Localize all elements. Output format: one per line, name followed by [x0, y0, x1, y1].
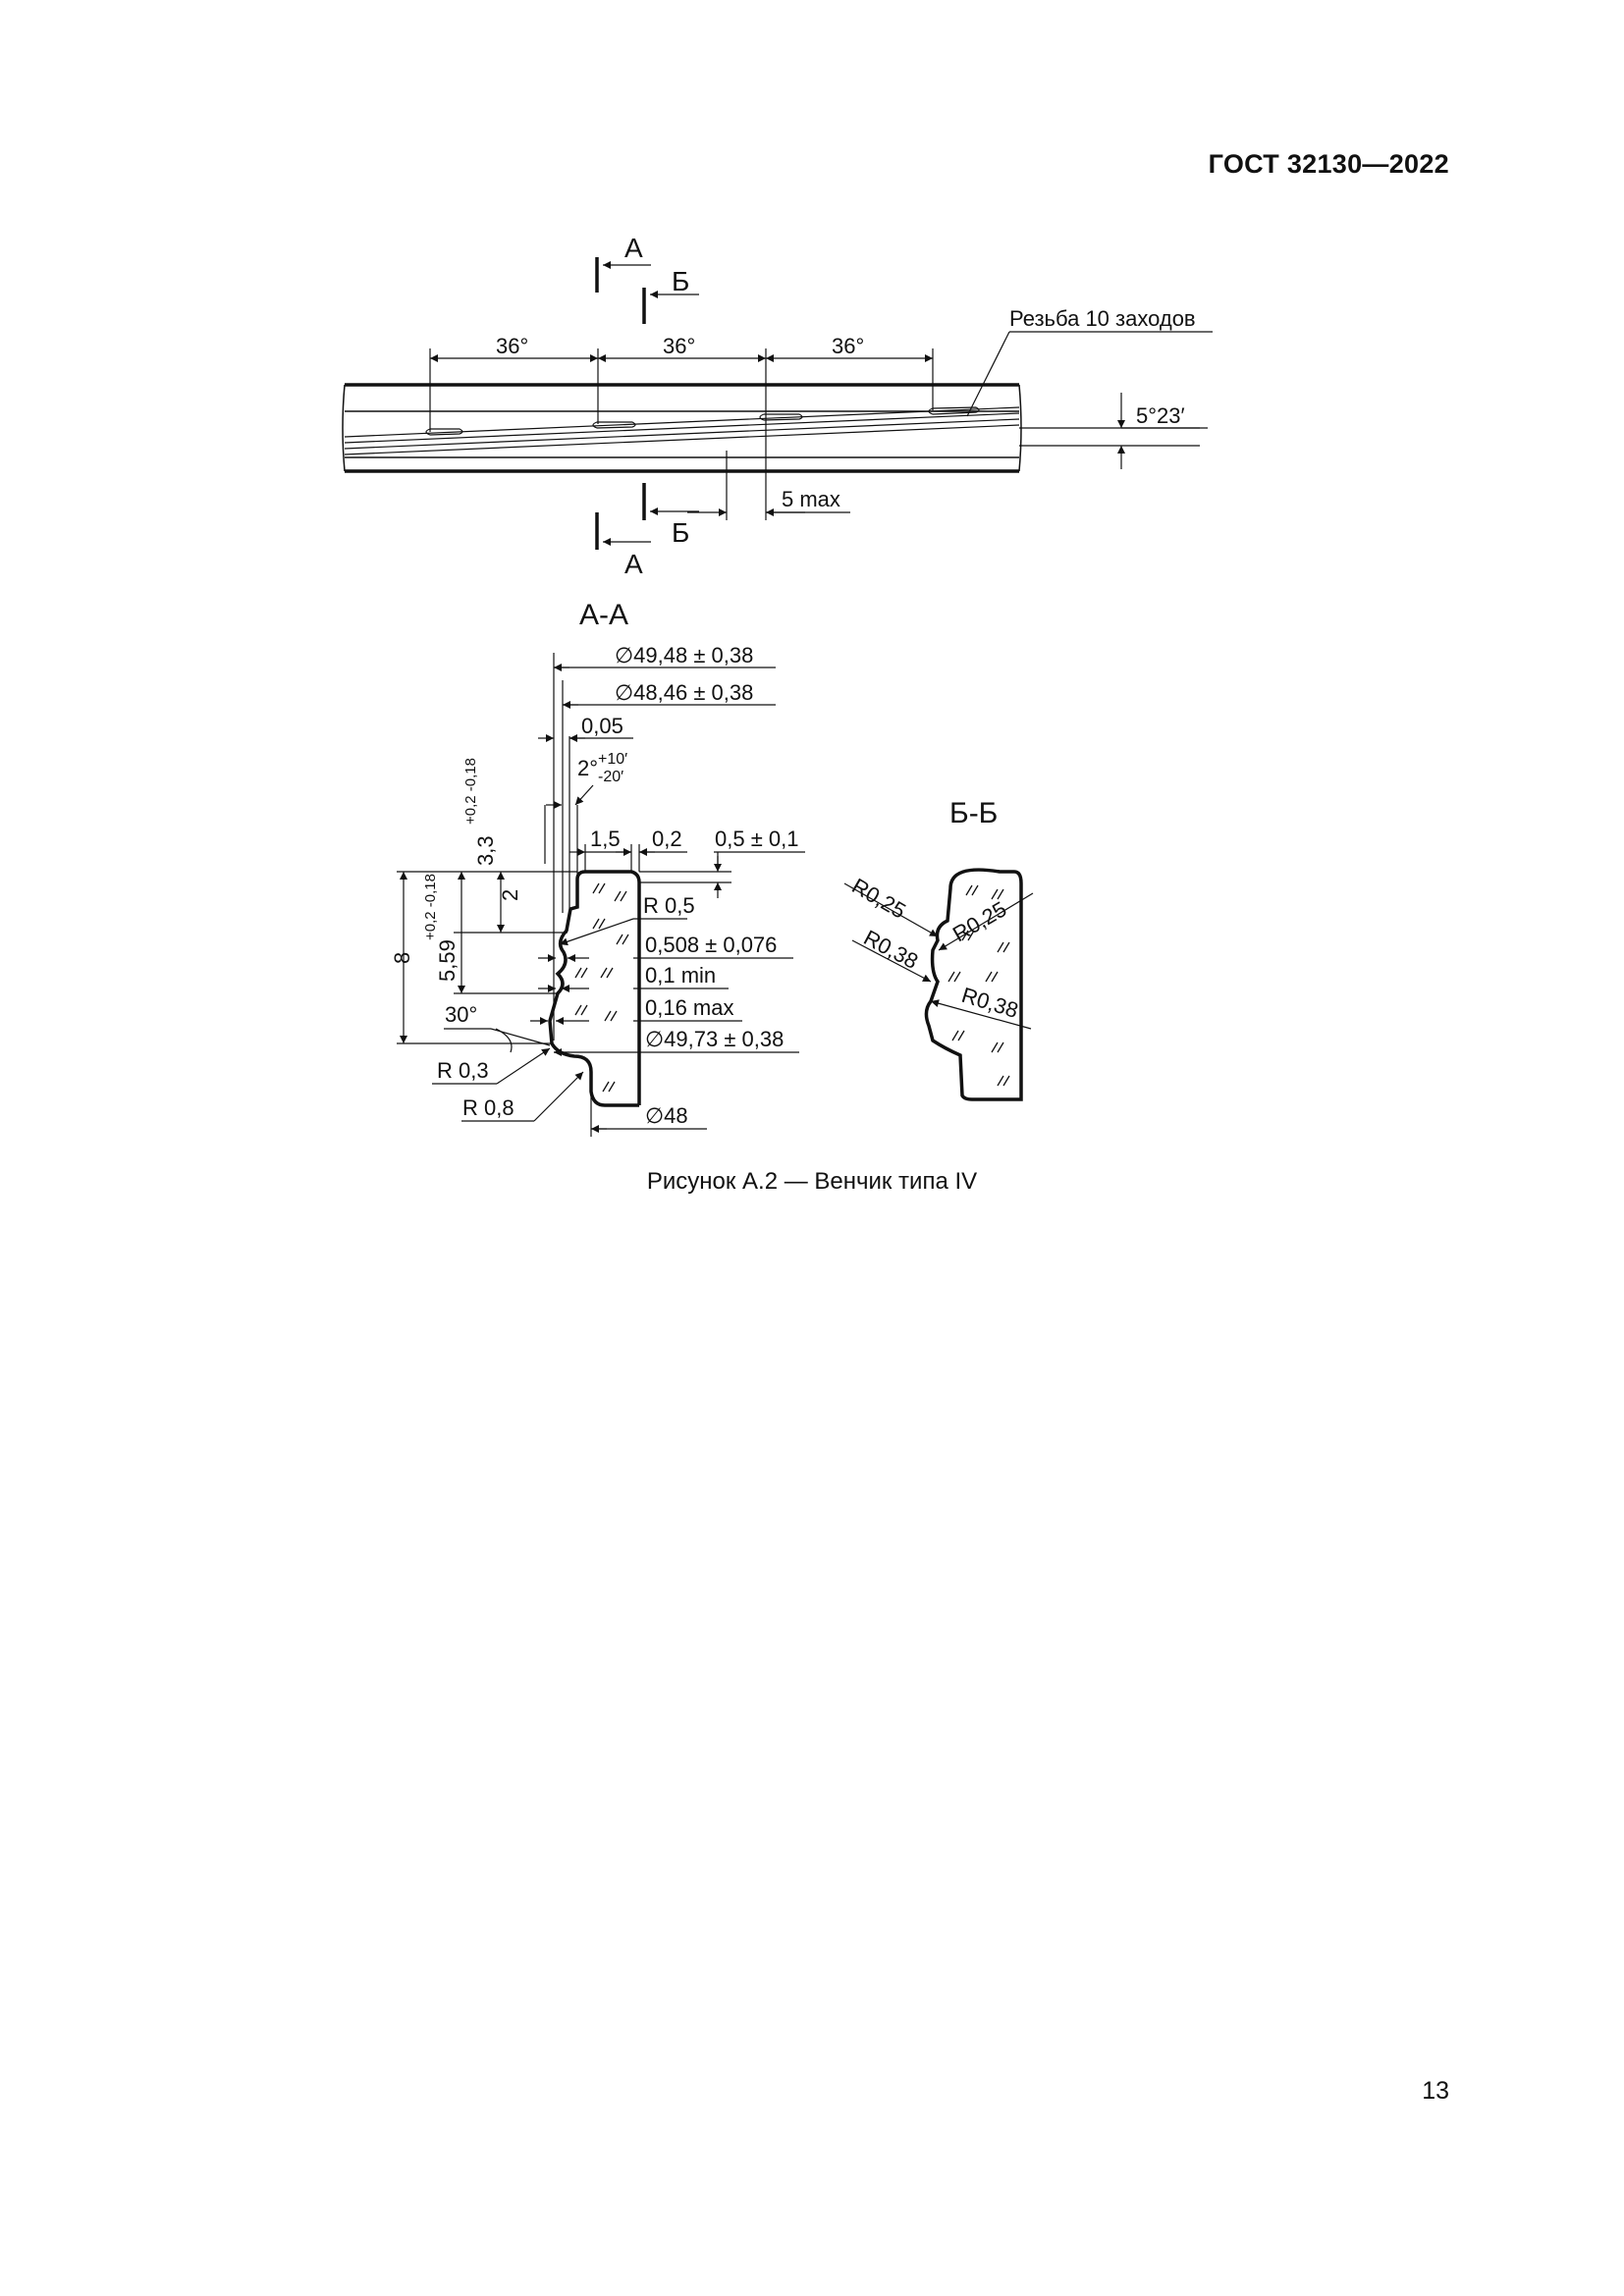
bb-r4: R0,38: [959, 983, 1021, 1023]
taper-plus: +10′: [598, 751, 627, 768]
dim-max016: 0,16 max: [645, 995, 734, 1020]
taper-base: 2°: [577, 756, 598, 780]
dim-r03: R 0,3: [437, 1058, 489, 1083]
section-mark-a-top: А: [624, 233, 643, 263]
dim-gap: 0,05: [581, 714, 623, 738]
bb-hatching: [947, 884, 1010, 1087]
dim-h-559-tol: +0,2 -0,18: [422, 874, 439, 940]
dim-h-559: 5,59: [435, 939, 460, 982]
thread-label: Резьба 10 заходов: [1009, 306, 1196, 331]
dim-r08: R 0,8: [462, 1095, 514, 1120]
dim-step-05: 0,5 ± 0,1: [715, 827, 798, 851]
dim-r05: R 0,5: [643, 893, 695, 918]
dim-h-33-tol: +0,2 -0,18: [462, 758, 479, 825]
dim-d2: ∅48,46 ± 0,38: [615, 680, 753, 705]
bb-r3: R0,38: [860, 925, 923, 974]
section-aa-title: А-А: [579, 599, 628, 631]
dim-groove: 0,508 ± 0,076: [645, 933, 777, 957]
dim-h-33: 3,3: [473, 835, 498, 866]
dim-d48: ∅48: [645, 1103, 688, 1128]
dim-step-02: 0,2: [652, 827, 682, 851]
figure-caption: Рисунок А.2 — Венчик типа IV: [646, 1168, 978, 1195]
section-bb: Б-Б R0,25 R0,25 R0,38 R0,38: [843, 797, 1034, 1101]
section-bb-title: Б-Б: [949, 797, 998, 829]
helix-angle-label: 5°23′: [1136, 403, 1185, 428]
dim-d1: ∅49,48 ± 0,38: [615, 643, 753, 667]
section-mark-a-bottom: А: [624, 549, 643, 579]
taper-minus: -20′: [598, 769, 623, 785]
top-view: 36° 36° 36° Резьба 10 заходов 5°23′ 5 ma…: [342, 306, 1213, 520]
bb-profile: [924, 868, 1023, 1101]
section-marks: А Б Б А: [595, 233, 699, 579]
section-aa: А-А ∅49,48 ± 0,38 ∅48,46 ± 0,38: [390, 599, 805, 1137]
dim-h-2: 2: [498, 889, 522, 901]
section-mark-b-bottom: Б: [672, 517, 689, 548]
dim-d3: ∅49,73 ± 0,38: [645, 1027, 784, 1051]
bb-r1: R0,25: [848, 874, 910, 924]
dim-min01: 0,1 min: [645, 963, 716, 988]
document-header: ГОСТ 32130—2022: [1208, 149, 1449, 179]
angle-label-2: 36°: [663, 334, 695, 358]
dim-step-15: 1,5: [590, 827, 621, 851]
bb-r2: R0,25: [948, 896, 1010, 946]
page-number: 13: [1422, 2077, 1449, 2105]
section-mark-b-top: Б: [672, 266, 689, 296]
angle-label-3: 36°: [832, 334, 864, 358]
max-offset-label: 5 max: [782, 487, 840, 511]
aa-profile: [548, 870, 641, 1107]
aa-hatching: [574, 882, 629, 1093]
angle-label-1: 36°: [496, 334, 528, 358]
dim-h-8: 8: [390, 952, 414, 964]
dim-angle30: 30°: [445, 1002, 477, 1027]
